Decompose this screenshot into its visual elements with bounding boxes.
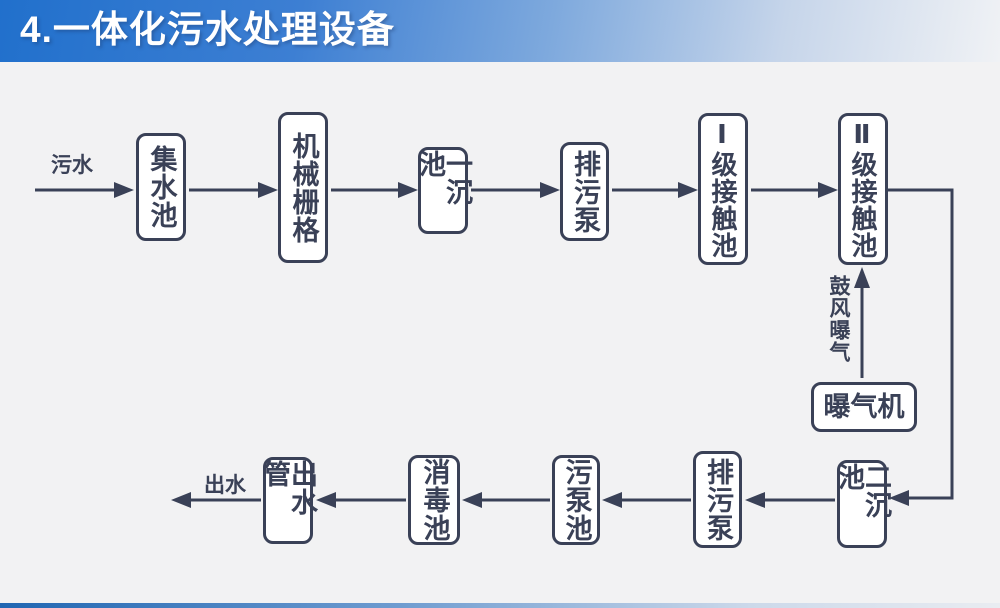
node-sludge-pump-tank-label: 污泵池 (561, 458, 592, 542)
node-contact-tank-2-label: Ⅱ级接触池 (848, 119, 878, 259)
node-sewage-pump-bottom: 排污泵 (693, 451, 742, 548)
node-contact-tank-1-label: Ⅰ级接触池 (708, 119, 738, 259)
inflow-label: 污水 (51, 154, 93, 177)
node-mechanical-grid: 机械栅格 (278, 112, 328, 263)
node-disinfection-tank-label: 消毒池 (419, 458, 450, 542)
arrow-disinfection-to-outlet (316, 492, 406, 508)
node-sludge-pump-tank: 污泵池 (552, 455, 600, 545)
node-aerator: 曝气机 (811, 382, 917, 432)
node-primary-sedimentation-tank: 一沉池 (415, 147, 472, 234)
arrow-secondary-to-pump (745, 492, 835, 508)
node-sewage-pump-top: 排污泵 (560, 142, 609, 241)
arrow-sludge-to-disinfection (462, 492, 550, 508)
title-bar: 4.一体化污水处理设备 (0, 0, 1000, 62)
node-secondary-sedimentation-tank-label: 二沉池 (834, 463, 891, 519)
outflow-label: 出水 (204, 474, 246, 497)
node-sewage-pump-top-label: 排污泵 (570, 149, 600, 234)
node-disinfection-tank: 消毒池 (408, 455, 460, 545)
node-collection-tank: 集水池 (136, 133, 186, 241)
node-primary-sedimentation-tank-label: 一沉池 (415, 150, 472, 206)
aeration-label: 鼓风曝气 (827, 275, 850, 363)
arrow-aerator-to-contact2 (854, 267, 870, 378)
node-outlet-pipe: 出水管 (260, 457, 317, 544)
node-sewage-pump-bottom-label: 排污泵 (703, 457, 733, 542)
node-contact-tank-1: Ⅰ级接触池 (698, 113, 748, 265)
arrow-primary-to-pump (471, 182, 560, 198)
node-aerator-label: 曝气机 (823, 391, 905, 422)
page-title: 4.一体化污水处理设备 (20, 9, 395, 50)
arrow-pump-to-sludge (602, 492, 691, 508)
arrow-pump-to-contact1 (612, 182, 698, 198)
node-outlet-pipe-label: 出水管 (260, 460, 317, 516)
arrow-collection-to-grid (189, 182, 278, 198)
node-mechanical-grid-label: 机械栅格 (288, 131, 319, 244)
node-contact-tank-2: Ⅱ级接触池 (838, 113, 888, 265)
bottom-accent-strip (0, 603, 1000, 608)
connector-contact2-to-secondary (888, 188, 954, 506)
arrow-inflow (35, 182, 134, 198)
node-secondary-sedimentation-tank: 二沉池 (834, 460, 891, 548)
arrow-grid-to-primary (331, 182, 418, 198)
node-collection-tank-label: 集水池 (146, 145, 177, 229)
arrow-contact1-to-contact2 (751, 182, 838, 198)
